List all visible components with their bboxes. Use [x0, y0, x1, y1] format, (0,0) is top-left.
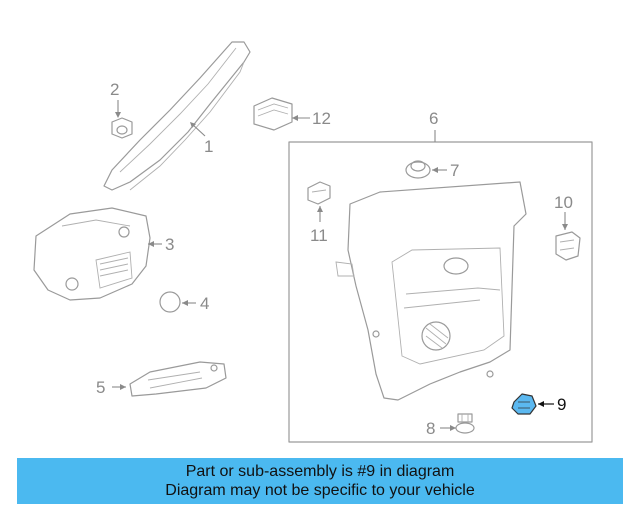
part-6-quarter-panel[interactable]: [335, 181, 527, 401]
assembly-box-6: [288, 141, 593, 443]
part-5-bracket[interactable]: [129, 361, 227, 397]
callout-11[interactable]: 11: [310, 226, 328, 245]
part-8-screw[interactable]: [455, 413, 475, 434]
part-12-vent[interactable]: [253, 97, 293, 131]
part-11-clip[interactable]: [307, 181, 331, 205]
banner-line-2: Diagram may not be specific to your vehi…: [165, 482, 475, 499]
part-7-grommet[interactable]: [405, 160, 431, 179]
callout-1[interactable]: 1: [204, 137, 213, 156]
callout-2[interactable]: 2: [110, 80, 119, 99]
info-banner: Part or sub-assembly is #9 in diagram Di…: [17, 458, 623, 504]
part-3-trim-panel[interactable]: [33, 207, 151, 301]
callout-3[interactable]: 3: [165, 235, 174, 254]
callout-5[interactable]: 5: [96, 378, 105, 397]
part-1-pillar-trim[interactable]: [103, 41, 251, 191]
callout-6[interactable]: 6: [429, 109, 438, 128]
callout-4[interactable]: 4: [200, 294, 209, 313]
part-10-retainer[interactable]: [555, 231, 581, 261]
callout-10[interactable]: 10: [554, 193, 573, 212]
part-9-highlighted-clip[interactable]: [511, 393, 537, 415]
callout-9[interactable]: 9: [557, 395, 566, 414]
callout-8[interactable]: 8: [426, 419, 435, 438]
part-2-clip[interactable]: [111, 117, 133, 139]
part-4-plug[interactable]: [159, 291, 181, 313]
callout-7[interactable]: 7: [450, 161, 459, 180]
arrowheads: [115, 112, 568, 431]
callout-12[interactable]: 12: [312, 109, 331, 128]
parts-diagram: 1 2 12 3 4 5 6: [33, 41, 593, 443]
leader-1: [191, 123, 206, 137]
banner-line-1: Part or sub-assembly is #9 in diagram: [185, 463, 455, 480]
